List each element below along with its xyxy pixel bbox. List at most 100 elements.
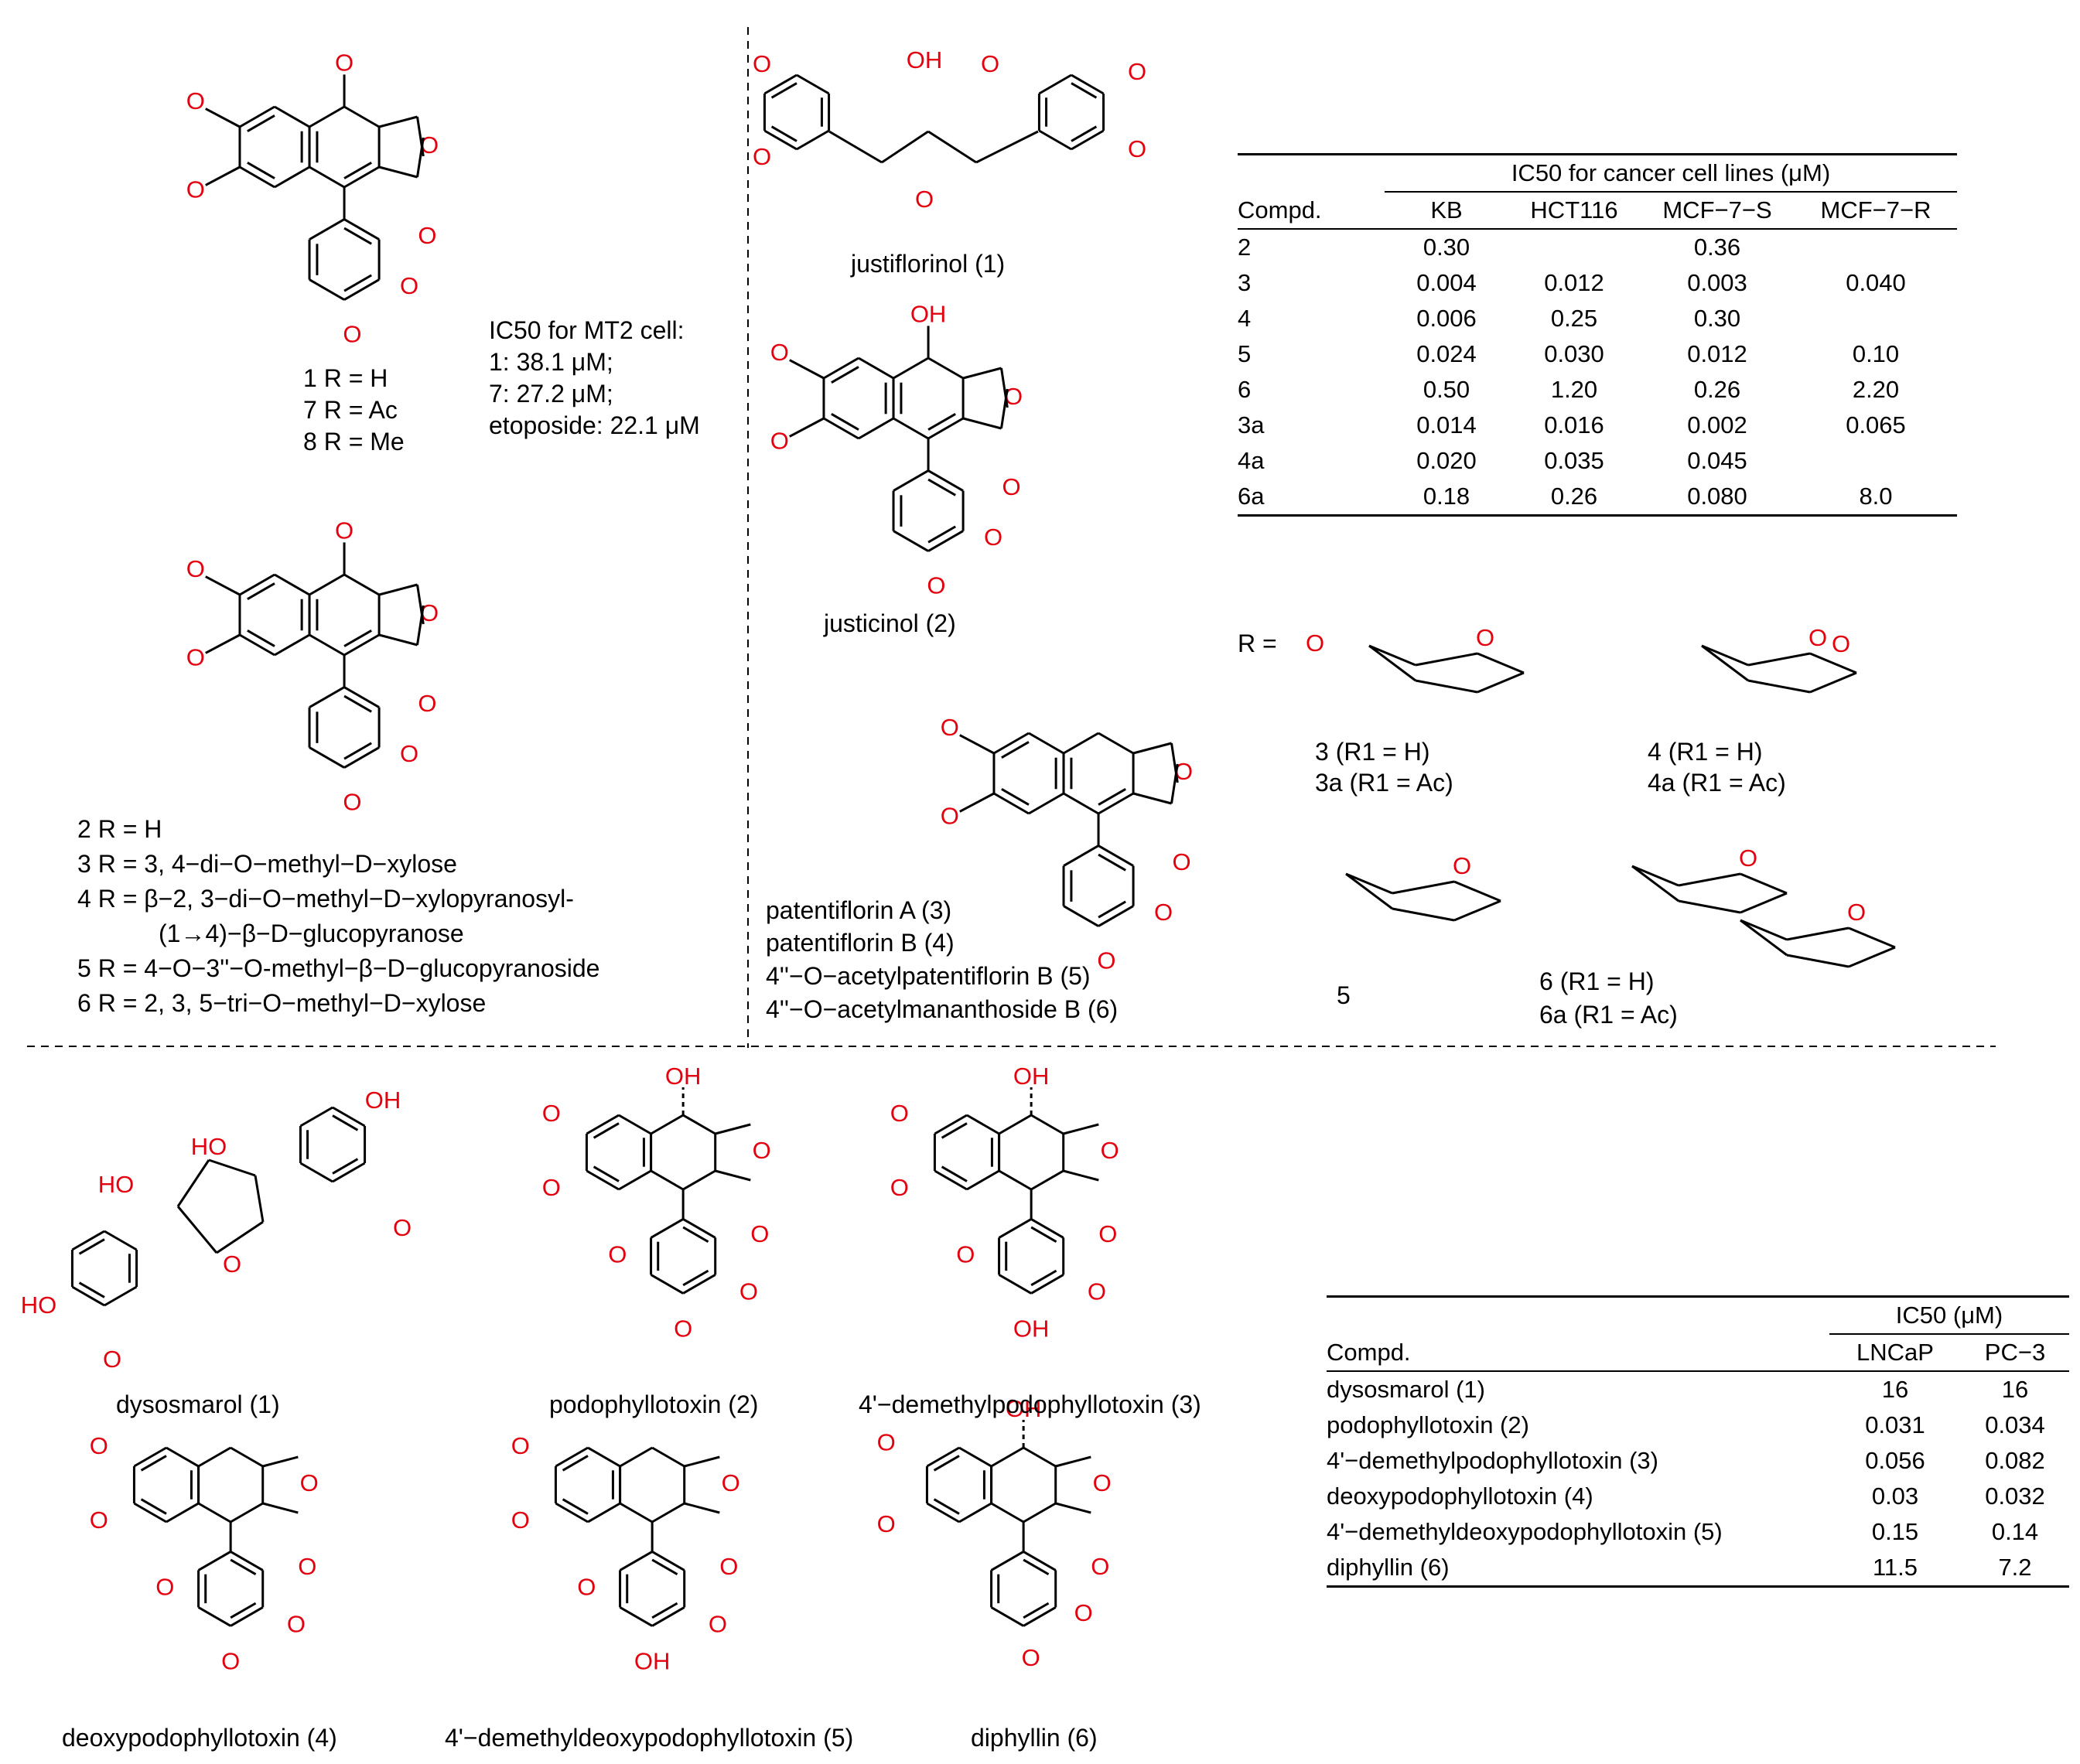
cancer-col-kb: KB (1430, 196, 1463, 223)
ring-bond (998, 1274, 1032, 1295)
double-bond (78, 1238, 105, 1255)
cancer-cell: 0.18 (1423, 483, 1470, 510)
prostate-col-lncap: LNCaP (1856, 1339, 1934, 1366)
double-bond (1098, 853, 1126, 872)
ring-bond (343, 686, 380, 708)
dioxole-oxygen: O (542, 1100, 561, 1127)
justicinol-label: justicinol (2) (824, 609, 956, 637)
ring-bond (796, 73, 830, 95)
lactone-bond (378, 633, 418, 647)
double-bond (593, 1122, 620, 1139)
prostate-cell: 0.031 (1865, 1411, 1925, 1438)
demethyldeoxypodophyllotoxin-label: 4'−demethyldeoxypodophyllotoxin (5) (445, 1724, 854, 1752)
cancer-cell: 6 (1238, 376, 1252, 403)
methoxy-oxygen: O (877, 1428, 896, 1455)
bond (684, 1455, 720, 1468)
ring-bond (796, 129, 830, 151)
double-bond (1023, 1558, 1050, 1575)
hydroxyl: OH (365, 1087, 401, 1114)
ring-bond (343, 633, 380, 657)
double-bond (933, 1455, 960, 1472)
double-bond (593, 1165, 620, 1182)
ring-bond (1038, 73, 1072, 95)
bond (262, 1502, 299, 1514)
hydroxyl: OH (1006, 1395, 1042, 1422)
ring-bond (650, 1169, 684, 1191)
ring-bond (682, 1218, 716, 1239)
double-bond (562, 1455, 589, 1472)
ring-bond (1415, 652, 1478, 667)
ring-bond (176, 1206, 218, 1254)
bond (828, 130, 883, 164)
hydroxyl: OH (665, 1063, 702, 1090)
ring-bond (1030, 1274, 1064, 1295)
ring-bond (587, 1446, 621, 1468)
ring-bond (254, 1175, 265, 1223)
dioxole-oxygen: O (927, 572, 945, 599)
ring-bond (763, 73, 798, 95)
ketone-oxygen: O (981, 50, 999, 77)
acetylmananthoside-b-label: 4''−O−acetylmananthoside B (6) (766, 995, 1119, 1023)
double-bond (1071, 82, 1098, 99)
ring-bond (893, 357, 929, 380)
dioxole-oxygen: O (1074, 1599, 1093, 1626)
ring-bond (104, 1230, 138, 1251)
substituent-oxygen: OH (910, 301, 947, 328)
lactone-bond (416, 584, 425, 625)
ring-bond (586, 1169, 620, 1191)
mt2-ic50-header: IC50 for MT2 cell: (489, 316, 685, 344)
cancer-cell: 1.20 (1550, 376, 1598, 403)
lactone-bond (1000, 367, 1009, 408)
ring-bond (1740, 872, 1788, 895)
bond (959, 792, 995, 813)
ring-bond (934, 1114, 968, 1135)
ring-bond (1786, 926, 1849, 941)
ring-bond (208, 1158, 256, 1177)
ring-bond (309, 633, 345, 657)
ring-bond (230, 1551, 264, 1571)
methoxy-oxygen: O (186, 555, 205, 582)
ring-bond (309, 686, 345, 708)
bond (1063, 1169, 1099, 1182)
ring-bond (1740, 919, 1788, 957)
ring-bond (1030, 1169, 1064, 1191)
ring-bond (858, 417, 894, 440)
ring-bond (1098, 792, 1134, 815)
ring-bond (619, 1606, 653, 1627)
double-bond (343, 227, 372, 245)
sugar-3a-label: 3a (R1 = Ac) (1315, 769, 1453, 797)
cancer-cell: 4a (1238, 447, 1265, 474)
dioxole-oxygen: O (542, 1174, 561, 1201)
cancer-cell: 0.002 (1687, 411, 1747, 438)
ring-bond (197, 1446, 231, 1468)
double-bond (927, 412, 956, 431)
lactone-oxygen: O (722, 1469, 740, 1496)
bond (205, 165, 241, 186)
compound-1-label: 1 R = H (303, 364, 388, 392)
bond (789, 417, 825, 438)
prostate-ic50-table: IC50 (μM) Compd. LNCaP PC−3 dysosmarol (… (1327, 1295, 2069, 1588)
double-bond (1023, 1602, 1050, 1619)
compound-5-definition: 5 R = 4−O−3''−O-methyl−β−D−glucopyranosi… (77, 954, 600, 982)
ring-bond (1809, 652, 1857, 674)
ring-bond (309, 218, 345, 241)
ring-bond (299, 1162, 333, 1183)
double-bond (1001, 741, 1030, 759)
prostate-cell: 16 (2001, 1376, 2029, 1403)
double-bond (1098, 787, 1126, 806)
ring-bond (998, 1218, 1032, 1239)
ring-bond (343, 746, 380, 769)
ring-bond (682, 1169, 716, 1191)
bond (1063, 1123, 1099, 1135)
acetylpatentiflorin-b-label: 4''−O−acetylpatentiflorin B (5) (766, 962, 1091, 990)
double-bond (332, 1158, 359, 1175)
ring-bond (926, 1446, 960, 1468)
sugar-oxygen: O (1832, 630, 1850, 657)
ring-bond (858, 357, 894, 380)
methoxy-oxygen: O (709, 1611, 727, 1638)
compound-2-definition: 2 R = H (77, 815, 162, 843)
cancer-cell: 0.30 (1423, 234, 1470, 261)
para-substituent: OH (1013, 1315, 1050, 1343)
